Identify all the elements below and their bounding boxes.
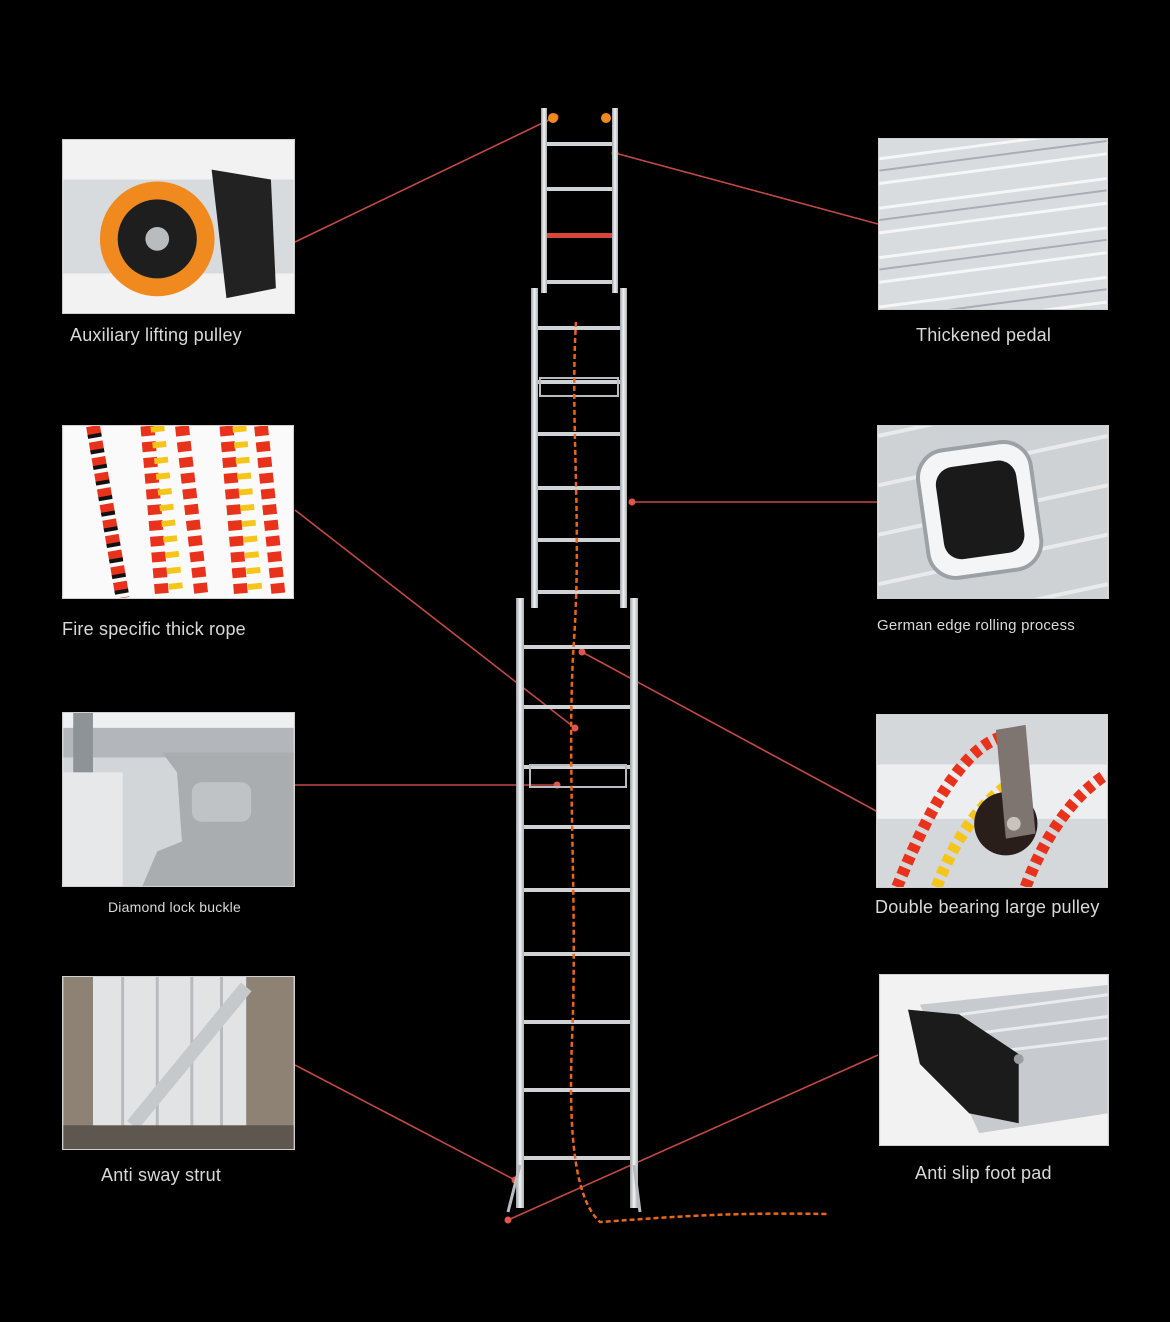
anti-sway-strut-label: Anti sway strut [101, 1165, 222, 1185]
double-bearing-large-pulley-label: Double bearing large pulley [875, 897, 1100, 917]
german-edge-rolling-process-label: German edge rolling process [877, 617, 1075, 634]
anti-sway-strut-thumb [62, 976, 295, 1150]
fire-specific-thick-rope-label: Fire specific thick rope [62, 619, 246, 639]
connector-pulley [294, 116, 556, 243]
connector-strut [294, 1064, 516, 1181]
lock-buckle-icon [63, 713, 294, 886]
auxiliary-lifting-pulley-thumb [62, 139, 295, 314]
fire-specific-thick-rope-thumb [62, 425, 294, 599]
foot-pad-icon [880, 975, 1108, 1145]
auxiliary-lifting-pulley-label: Auxiliary lifting pulley [70, 325, 242, 345]
connector-rope [294, 509, 576, 729]
connector-pedal [614, 152, 879, 225]
german-edge-rolling-process-thumb [877, 425, 1109, 599]
ladder-rope [569, 321, 829, 1224]
anti-slip-foot-pad-label: Anti slip foot pad [915, 1163, 1052, 1183]
ladder-top-section [541, 108, 618, 293]
ladder-bottom-section [506, 598, 642, 1213]
pulley-wheel-icon [63, 140, 294, 313]
rope-icon [63, 426, 293, 598]
diamond-lock-buckle-thumb [62, 712, 295, 887]
strut-icon [63, 977, 294, 1149]
ladder-middle-section [531, 288, 627, 608]
diamond-lock-buckle-label: Diamond lock buckle [108, 899, 241, 915]
ribbed-aluminum-icon [879, 139, 1107, 309]
large-pulley-icon [877, 715, 1107, 887]
thickened-pedal-label: Thickened pedal [916, 325, 1052, 345]
connector-footpad [507, 1054, 879, 1221]
double-bearing-large-pulley-thumb [876, 714, 1108, 888]
rolled-edge-hole-icon [878, 426, 1108, 598]
thickened-pedal-thumb [878, 138, 1108, 310]
anti-slip-foot-pad-thumb [879, 974, 1109, 1146]
